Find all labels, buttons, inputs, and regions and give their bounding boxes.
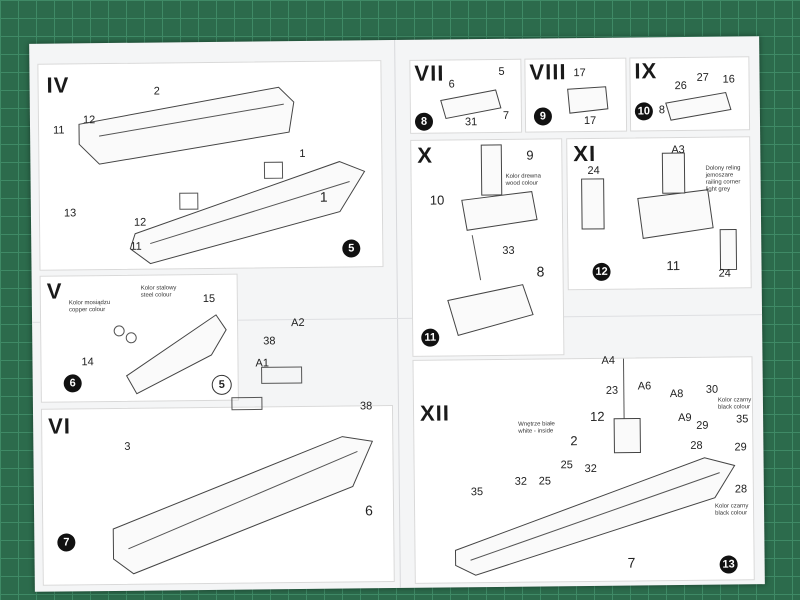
step-v-part-15: 15: [202, 292, 216, 306]
step-xi-part-11: 11: [666, 258, 681, 274]
step-iv-part-11a: 11: [52, 124, 65, 137]
step-vi-part-6: 6: [364, 502, 373, 519]
step-ix-part-16: 16: [722, 73, 735, 86]
step-vii-part-6: 6: [448, 78, 455, 91]
step-vi-part-3: 3: [124, 440, 131, 453]
step-vii-part-7: 7: [502, 109, 510, 122]
step-xi-part-24b: 24: [718, 267, 731, 280]
step-viii-drawing: [567, 86, 609, 114]
step-iv-result-circle: 5: [342, 239, 361, 258]
step-x-part-8: 8: [536, 263, 545, 280]
step-ix-result-circle: 10: [634, 102, 653, 121]
step-iv-part-12b: 12: [133, 216, 147, 229]
step-x-result-circle: 11: [421, 328, 440, 347]
step-xii-note-white: Wnętrze białe white - inside: [518, 421, 555, 435]
step-iv-part-13: 13: [63, 207, 77, 220]
step-x-note-wood: Kolor drewna wood colour: [505, 173, 541, 187]
step-xii-part-a4: A4: [601, 354, 616, 367]
step-v-note-copper: Kolor mosiądzu copper colour: [68, 300, 111, 314]
step-vii-part-31: 31: [464, 116, 478, 129]
step-ix-part-27: 27: [696, 71, 709, 84]
step-xii-part-32a: 32: [514, 475, 528, 488]
step-viii-panel: VIII 17 17 9: [524, 57, 628, 133]
step-x-part-33: 33: [502, 244, 515, 257]
step-vii-part-5: 5: [498, 65, 505, 78]
step-xii-part-29b: 29: [734, 441, 747, 454]
step-xii-part-12: 12: [590, 408, 605, 424]
step-vii-panel: VII 6 5 31 7 8: [409, 58, 523, 134]
step-x-part-10: 10: [429, 192, 445, 208]
step-vi-part-a2: A2: [291, 316, 305, 330]
step-vi-part-a1: A1: [255, 357, 270, 370]
step-xii-panel: XII A4 A6 A8 23 30 12 A9 29 35 2 28 32 2…: [412, 354, 755, 584]
step-v-result-circle: 6: [63, 374, 82, 393]
step-xii-note-black2: Kolor czarny black colour: [715, 503, 749, 517]
step-iv-part-1a: 1: [299, 147, 306, 161]
step-xii-part-7: 7: [627, 554, 636, 571]
step-xii-part-25a: 25: [538, 475, 552, 488]
step-xii-part-29a: 29: [696, 419, 709, 432]
step-xii-part-32b: 32: [584, 462, 597, 476]
step-x-part-9: 9: [526, 147, 534, 163]
step-xii-part-a6: A6: [637, 380, 652, 393]
step-vi-drawing: [112, 366, 374, 575]
step-vii-drawing: [440, 89, 502, 120]
instruction-sheet: IV 2 1 11 12 13 12 11 1 5 V Kolor mosiąd…: [29, 36, 765, 592]
step-x-drawing: [447, 144, 538, 336]
step-xii-result-circle: 13: [719, 555, 738, 574]
step-v-input-circle: 5: [211, 374, 232, 395]
step-v-part-14: 14: [81, 356, 94, 369]
step-vi-part-38b: 38: [359, 400, 373, 413]
step-vi-panel: VI 3 A2 38 A1 38 6 7: [40, 317, 395, 586]
step-xii-part-28a: 28: [690, 439, 703, 452]
step-xi-note-railing: Dolony reling jemoszare railing corner l…: [705, 165, 741, 193]
step-xii-part-2: 2: [570, 433, 578, 449]
step-x-panel: X 9 10 33 8 Kolor drewna wood colour 11: [410, 138, 565, 357]
step-iv-part-2: 2: [153, 85, 160, 98]
step-xi-panel: XI A3 24 24 11 Dolony reling jemoszare r…: [566, 136, 752, 291]
step-xii-part-23: 23: [605, 384, 619, 397]
step-iv-drawing: [78, 86, 366, 265]
step-xii-part-35a: 35: [736, 413, 749, 426]
step-xii-part-25b: 25: [560, 459, 573, 472]
step-iv-part-1b: 1: [319, 188, 328, 205]
step-xi-drawing: [581, 152, 738, 271]
step-ix-drawing: [665, 91, 732, 121]
step-iv-part-12a: 12: [82, 114, 96, 127]
step-xii-drawing: [454, 358, 736, 576]
step-xii-part-28b: 28: [734, 483, 748, 496]
step-vi-result-circle: 7: [57, 533, 76, 552]
step-xii-part-a8: A8: [669, 388, 684, 401]
step-v-panel: V Kolor mosiądzu copper colour Kolor sta…: [39, 273, 239, 403]
step-v-note-steel: Kolor stalowy steel colour: [140, 285, 177, 299]
fold-line-vertical: [394, 40, 401, 588]
step-viii-part-17b: 17: [583, 114, 597, 128]
step-vii-result-circle: 8: [414, 112, 434, 131]
step-xii-part-35b: 35: [470, 486, 484, 499]
step-ix-part-8: 8: [658, 104, 666, 117]
step-xii-note-black1: Kolor czarny black colour: [717, 397, 752, 411]
step-ix-part-26: 26: [674, 79, 687, 93]
step-iv-panel: IV 2 1 11 12 13 12 11 1 5: [37, 60, 384, 271]
step-vi-part-38a: 38: [263, 335, 276, 348]
step-iv-part-11b: 11: [130, 240, 142, 253]
step-viii-part-17a: 17: [573, 67, 586, 80]
step-xi-part-a3: A3: [671, 143, 685, 157]
step-viii-result-circle: 9: [533, 107, 553, 126]
step-xii-part-a9: A9: [678, 411, 692, 425]
step-xi-result-circle: 12: [592, 262, 611, 281]
step-xi-part-24a: 24: [587, 164, 600, 177]
step-ix-panel: IX 26 27 16 8 10: [629, 56, 751, 132]
step-v-drawing: [113, 314, 227, 395]
step-xii-part-30: 30: [705, 383, 719, 396]
